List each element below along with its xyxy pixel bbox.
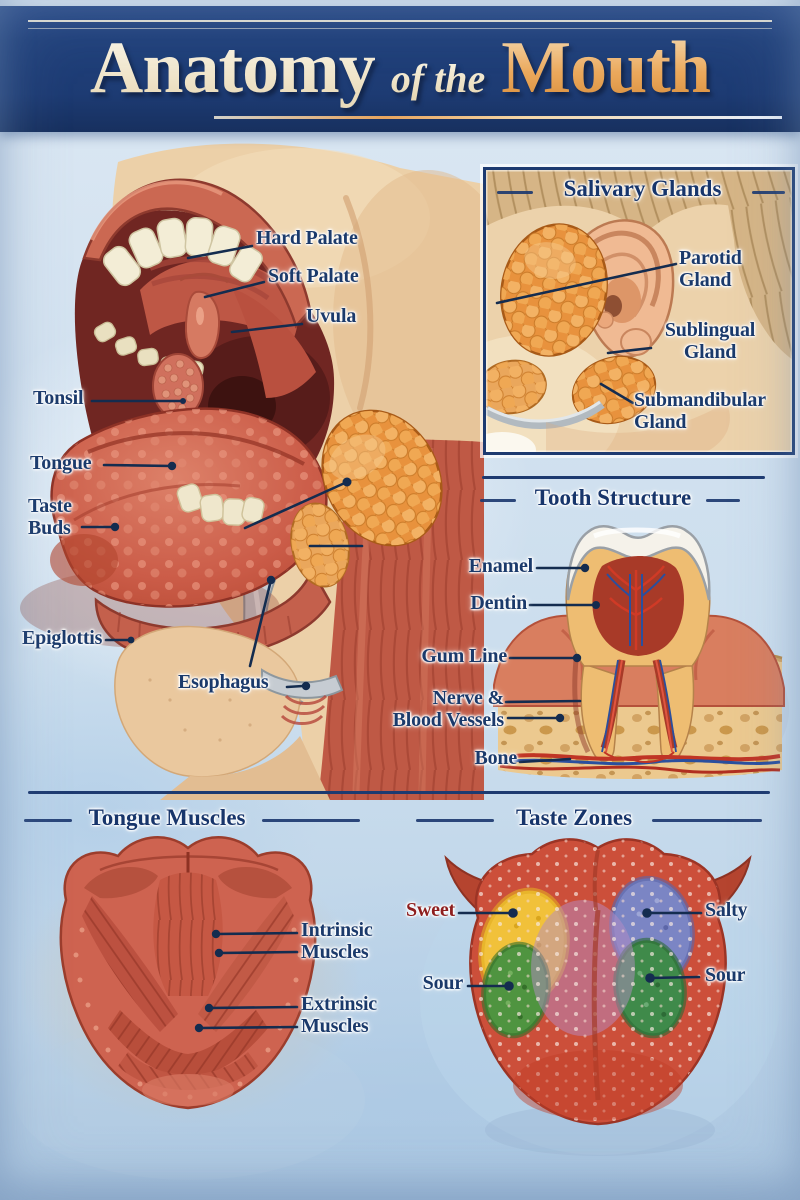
label-intrinsic-muscles: Intrinsic Muscles xyxy=(301,919,373,963)
salivary-duct xyxy=(486,400,605,429)
label-nerve-blood-vessels: Nerve & Blood Vessels xyxy=(392,687,505,731)
tooth-title-dash-right xyxy=(706,499,740,502)
label-soft-palate: Soft Palate xyxy=(268,265,359,287)
label-sweet: Sweet xyxy=(406,899,455,921)
tongue-muscles-title-dash-right xyxy=(262,819,360,822)
salivary-title-dash-right xyxy=(752,191,785,194)
label-extrinsic-muscles: Extrinsic Muscles xyxy=(301,993,377,1037)
header-banner: Anatomy of the Mouth xyxy=(0,6,800,132)
salivary-title-dash-left xyxy=(497,191,533,194)
mouth-cross-section-illustration xyxy=(20,143,484,800)
label-taste-buds: Taste Buds xyxy=(28,495,72,539)
banner-top-rule xyxy=(28,20,772,29)
title-word-mouth: Mouth xyxy=(501,27,711,109)
tooth xyxy=(565,524,711,762)
bottom-section-divider xyxy=(28,791,770,794)
label-sour-left: Sour xyxy=(422,972,464,994)
tooth-title-dash-left xyxy=(480,499,516,502)
tongue-texture xyxy=(470,839,726,1124)
parotid-gland-main xyxy=(321,409,443,547)
tooth-section-top-rule xyxy=(482,476,765,479)
label-submandibular-gland: Submandibular Gland xyxy=(634,389,766,433)
label-gum-line: Gum Line xyxy=(421,645,507,667)
sublingual-gland xyxy=(486,359,547,415)
intrinsic-muscle-bundles xyxy=(82,872,294,1032)
label-tongue: Tongue xyxy=(30,452,92,474)
label-epiglottis: Epiglottis xyxy=(22,627,103,649)
label-sublingual-gland: Sublingual Gland xyxy=(664,319,756,363)
taste-zones-title-dash-left xyxy=(416,819,494,822)
tooth-structure-illustration xyxy=(493,524,789,779)
label-parotid-gland: Parotid Gland xyxy=(679,247,742,291)
banner-bottom-rule xyxy=(214,116,782,119)
title-word-of-the: of the xyxy=(390,56,486,101)
label-salty: Salty xyxy=(705,899,748,921)
tongue-muscles-illustration xyxy=(15,836,365,1180)
taste-zones-illustration xyxy=(420,838,780,1156)
collar xyxy=(486,432,536,453)
label-esophagus: Esophagus xyxy=(178,671,269,693)
label-dentin: Dentin xyxy=(470,592,527,614)
taste-zones-section-title: Taste Zones xyxy=(515,805,633,830)
uvula xyxy=(179,272,229,360)
poster-title: Anatomy of the Mouth xyxy=(0,6,800,111)
salivary-glands-inset-illustration xyxy=(486,170,793,453)
taste-zones-title-dash-right xyxy=(652,819,762,822)
title-word-anatomy: Anatomy xyxy=(89,27,376,109)
salivary-section-title: Salivary Glands xyxy=(563,176,722,201)
upper-lip xyxy=(82,178,312,329)
salivary-inset-border xyxy=(483,167,795,455)
label-bone: Bone xyxy=(474,747,517,769)
label-hard-palate: Hard Palate xyxy=(256,227,358,249)
tooth-section-title: Tooth Structure xyxy=(534,485,692,510)
label-enamel: Enamel xyxy=(468,555,534,577)
label-sour-right: Sour xyxy=(705,964,746,986)
tongue-muscles-section-title: Tongue Muscles xyxy=(88,805,246,830)
tongue-muscles-title-dash-left xyxy=(24,819,72,822)
hair xyxy=(486,170,793,360)
pulp-vessels xyxy=(601,565,677,753)
label-tonsil: Tonsil xyxy=(33,387,84,409)
label-uvula: Uvula xyxy=(306,305,357,327)
